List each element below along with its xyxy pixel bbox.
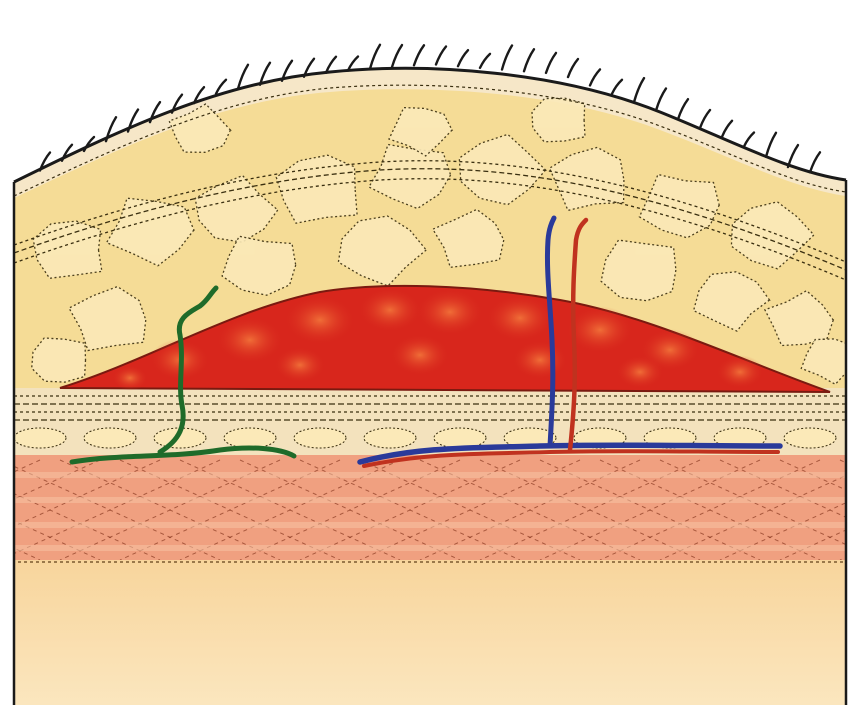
hair-strand [634,78,644,102]
hair-strand [436,46,446,64]
hair-strand [678,99,688,119]
fascia-fat-pocket [364,428,416,448]
hematoma-clot [216,316,284,364]
hair-strand [722,121,732,137]
hematoma-clot [390,334,450,376]
fat-lobule [32,338,86,382]
hematoma-clot [512,340,568,379]
hematoma-clot [416,288,484,336]
hair-strand [546,53,556,73]
muscle-layer [0,455,857,560]
hair-strand [458,50,468,66]
hair-strand [810,152,820,172]
hair-strand [238,65,248,89]
hematoma-clot [716,355,764,389]
hair-strand [656,88,666,110]
fascia-fat-pocket [224,428,276,448]
hair-strand [480,54,490,68]
hair-strand [392,45,402,67]
hair-strand [524,49,534,71]
hematoma-clot [112,365,148,390]
hair-strand [766,133,776,157]
fascia-fat-pocket [294,428,346,448]
hair-strand [788,145,798,167]
hematoma-clot [486,294,554,342]
hematoma-clot [284,295,356,345]
hair-strand [568,59,578,77]
hair-strand [590,69,600,85]
hair-strand [612,80,622,94]
fascia-fat-pocket [84,428,136,448]
deep-layer [0,560,857,712]
hair-strand [370,45,380,69]
hair-strand [744,133,754,147]
hematoma-clot [358,288,422,333]
fascia-fat-pocket [784,428,836,448]
hair-strand [700,110,710,128]
hair-strand [414,45,424,65]
hematoma-clot [616,355,664,389]
fascia-fat-pocket [14,428,66,448]
fat-lobule [532,98,585,142]
hair-strand [502,46,512,70]
hematoma-clot [274,347,326,383]
